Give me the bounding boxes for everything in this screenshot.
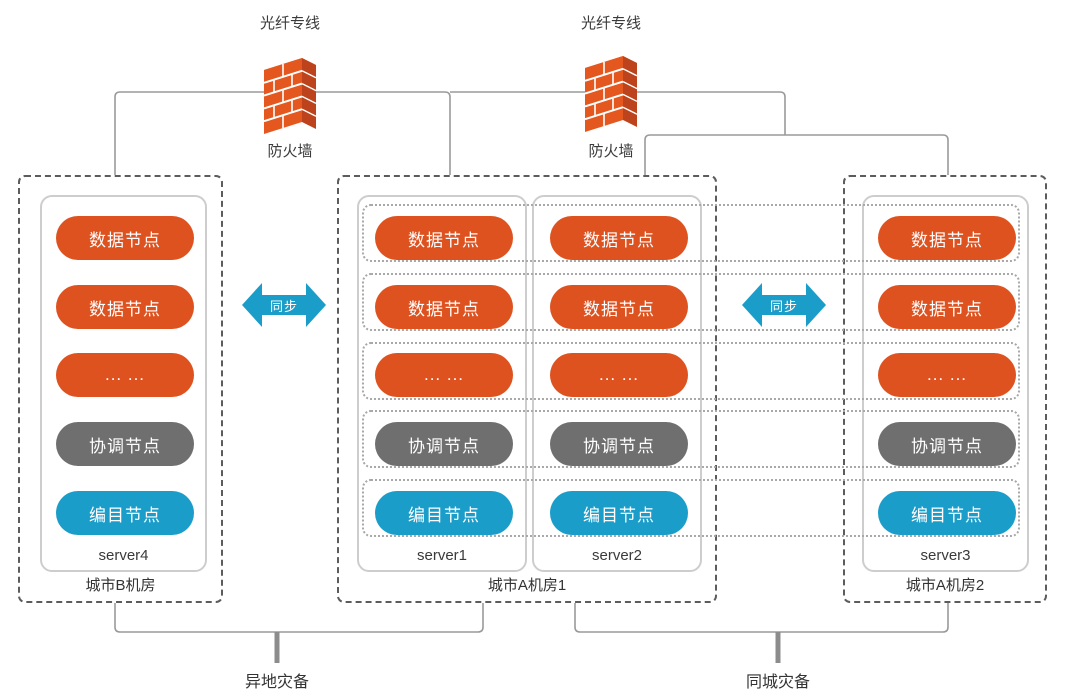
node-pill-coordinator: 协调节点 [375, 422, 513, 466]
fiber-line-label: 光纤专线 [580, 15, 641, 32]
node-pill-data: 数据节点 [550, 285, 688, 329]
bracket-stub-left [274, 632, 280, 663]
bracket-local-dr [574, 603, 949, 633]
node-pill-ellipsis: ... ... [878, 353, 1016, 397]
node-pill-ellipsis: ... ... [375, 353, 513, 397]
server2-label: server2 [591, 547, 643, 564]
server4-box: 数据节点 数据节点 ... ... 协调节点 编目节点 server4 [40, 195, 207, 572]
bracket-remote-dr [114, 603, 484, 633]
server3-label: server3 [920, 547, 971, 564]
firewall-label: 防火墙 [588, 143, 634, 160]
node-pill-data: 数据节点 [56, 285, 194, 329]
node-pill-data: 数据节点 [878, 216, 1016, 260]
double-arrow-icon [242, 283, 326, 327]
server1-label: server1 [416, 547, 468, 564]
node-pill-catalog: 编目节点 [550, 491, 688, 535]
firewall-label: 防火墙 [267, 143, 313, 160]
sync-label: 同步 [769, 298, 798, 314]
local-dr-label: 同城灾备 [745, 674, 810, 691]
node-pill-ellipsis: ... ... [550, 353, 688, 397]
node-pill-coordinator: 协调节点 [550, 422, 688, 466]
node-pill-coordinator: 协调节点 [56, 422, 194, 466]
fiber-line-label: 光纤专线 [259, 15, 320, 32]
node-pill-data: 数据节点 [550, 216, 688, 260]
node-pill-data: 数据节点 [878, 285, 1016, 329]
wire-firewall2 [450, 91, 786, 135]
server4-label: server4 [98, 547, 149, 564]
node-pill-coordinator: 协调节点 [878, 422, 1016, 466]
wire-roomA2 [644, 134, 949, 175]
bracket-stub-right [775, 632, 781, 663]
node-pill-data: 数据节点 [375, 216, 513, 260]
row-group-data-1 [362, 204, 1020, 262]
firewall-icon [263, 58, 317, 134]
sync-arrow-right: 同步 [742, 281, 826, 329]
remote-dr-label: 异地灾备 [244, 674, 309, 691]
row-group-ellipsis [362, 342, 1020, 400]
row-group-data-2 [362, 273, 1020, 331]
row-group-catalog [362, 479, 1020, 537]
server2-box: 数据节点 数据节点 ... ... 协调节点 编目节点 server2 [532, 195, 702, 572]
row-group-coordinator [362, 410, 1020, 468]
room-city-b: 数据节点 数据节点 ... ... 协调节点 编目节点 server4 城市B机… [18, 175, 223, 603]
node-pill-catalog: 编目节点 [878, 491, 1016, 535]
sync-label: 同步 [269, 298, 298, 314]
node-pill-data: 数据节点 [56, 216, 194, 260]
node-pill-catalog: 编目节点 [56, 491, 194, 535]
sync-arrow-left: 同步 [242, 281, 326, 329]
double-arrow-icon [742, 283, 826, 327]
node-pill-catalog: 编目节点 [375, 491, 513, 535]
room-city-b-label: 城市B机房 [85, 577, 156, 594]
node-pill-ellipsis: ... ... [56, 353, 194, 397]
server1-box: 数据节点 数据节点 ... ... 协调节点 编目节点 server1 [357, 195, 527, 572]
room-city-a2: 数据节点 数据节点 ... ... 协调节点 编目节点 server3 城市A机… [843, 175, 1047, 603]
server3-box: 数据节点 数据节点 ... ... 协调节点 编目节点 server3 [862, 195, 1029, 572]
room-city-a1-label: 城市A机房1 [487, 577, 567, 594]
firewall-icon [584, 56, 638, 132]
node-pill-data: 数据节点 [375, 285, 513, 329]
room-city-a1: 数据节点 数据节点 ... ... 协调节点 编目节点 server1 数据节点… [337, 175, 717, 603]
room-city-a2-label: 城市A机房2 [905, 577, 985, 594]
